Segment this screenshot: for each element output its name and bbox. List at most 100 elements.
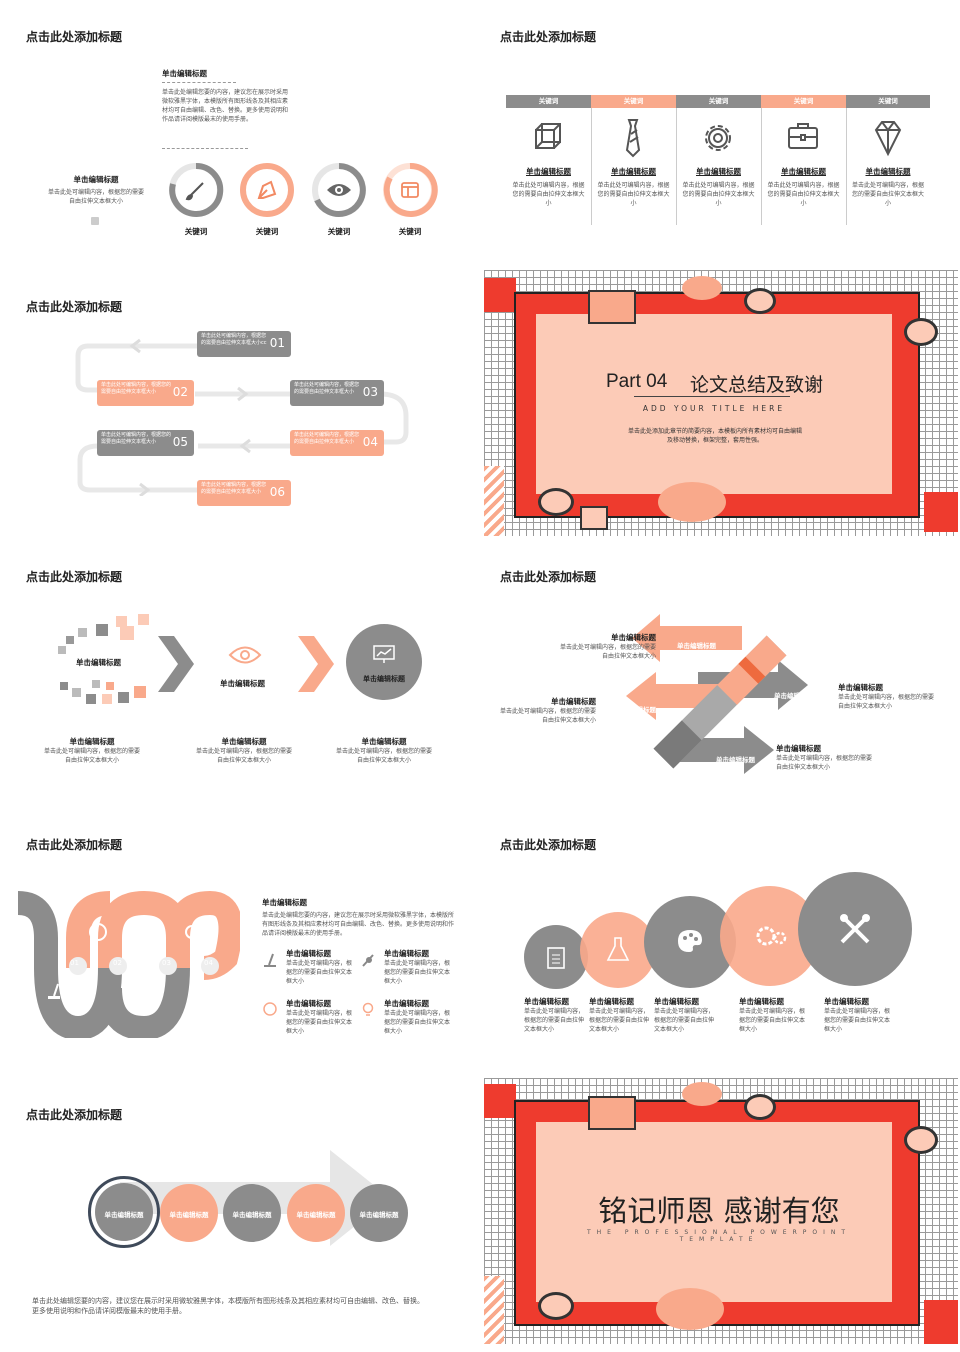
block-title: 单击编辑标题	[611, 633, 656, 642]
divider	[162, 148, 248, 149]
corner-block	[924, 492, 958, 532]
slide-2: 点击此处添加标题 关键词 单击编辑标题 单击此处可编辑内容，根据您的需要自由拉伸…	[484, 0, 958, 266]
decor-square	[588, 1096, 636, 1130]
decor-ring	[744, 1094, 776, 1120]
decor-ring	[538, 1292, 574, 1320]
step-label: 单击编辑标题	[232, 1211, 272, 1219]
keyword-columns: 关键词 单击编辑标题 单击此处可编辑内容，根据您的需要自由拉伸文本框大小 关键词…	[506, 95, 930, 230]
eye-icon	[327, 184, 351, 196]
keyword-label: 关键词	[327, 227, 351, 236]
eye-icon	[228, 646, 262, 664]
column-text: 单击此处可编辑内容，根据您的需要自由拉伸文本框大小	[682, 182, 755, 207]
block-text: 单击此处可编辑内容，根据您的需要自由拉伸文本框大小	[838, 694, 935, 710]
step-text: 单击此处可编辑内容，根据您的需要自由拉伸文本框大小	[294, 432, 360, 445]
slide-title: 点击此处添加标题	[500, 30, 597, 44]
keyword-column-3: 关键词 单击编辑标题 单击此处可编辑内容，根据您的需要自由拉伸文本框大小	[676, 95, 762, 225]
column-text: 单击此处可编辑内容，根据您的需要自由拉伸文本框大小	[597, 182, 670, 207]
keyword-tag: 关键词	[676, 95, 761, 108]
slide-5: 点击此处添加标题 单击编辑标题 单击编辑标题 单击编辑标题 单击编辑标题 单击此…	[0, 540, 474, 806]
side-text: 单击此处可编辑内容，根据您的需要自由拉伸文本框大小	[48, 189, 145, 205]
step-04: 单击此处可编辑内容，根据您的需要自由拉伸文本框大小 04	[290, 430, 384, 456]
stripe-decor	[484, 466, 504, 536]
crossing-arrows	[626, 614, 808, 774]
divider	[162, 82, 236, 83]
block-text: 单击此处可编辑内容，根据您的需要自由拉伸文本框大小	[776, 755, 873, 771]
item-title: 单击编辑标题	[221, 737, 267, 746]
title-rule	[634, 396, 790, 397]
item-title: 单击编辑标题	[69, 737, 115, 746]
flask-icon	[606, 937, 630, 961]
item-label: 单击编辑标题	[363, 675, 405, 683]
keyword-label: 关键词	[184, 227, 208, 236]
arrow-label: 单击编辑标题	[677, 642, 716, 650]
step-circle-5: 单击编辑标题	[350, 1184, 408, 1242]
slide-6: 点击此处添加标题 单击编辑标题 单击编辑标题 单击编辑标题 单击编辑标题 单击编…	[484, 540, 958, 806]
thanks-title: 铭记师恩 感谢有您	[598, 1194, 840, 1228]
slide-10-thanks: 铭记师恩 感谢有您 THE PROFESSIONAL POWERPOINT TE…	[484, 1078, 958, 1344]
wave-number: 04	[204, 959, 213, 967]
keyword-circle-3: 关键词	[311, 162, 367, 237]
decor-ring	[904, 318, 938, 346]
slide-8: 点击此处添加标题 单击编辑标题 单击此处可编辑内容，根据您的需要自由拉伸文本框大…	[484, 808, 958, 1074]
item-block-3: 单击编辑标题 单击此处可编辑内容，根据您的需要自由拉伸文本框大小	[334, 736, 434, 765]
column-title: 单击编辑标题	[696, 167, 741, 176]
step-number: 03	[362, 385, 378, 399]
slide-title: 点击此处添加标题	[26, 1108, 123, 1122]
gray-circle: 单击编辑标题	[346, 624, 422, 700]
block-title: 单击编辑标题	[776, 744, 821, 753]
step-06: 单击此处可编辑内容，根据您的需要自由拉伸文本框大小 06	[197, 480, 291, 506]
item-block-2: 单击编辑标题 单击此处可编辑内容，根据您的需要自由拉伸文本框大小	[194, 736, 294, 765]
bulb-icon	[362, 1002, 374, 1016]
bubble-item-2: 单击编辑标题 单击此处可编辑内容，根据您的需要自由拉伸文本框大小	[589, 996, 651, 1034]
wave-number: 02	[113, 959, 122, 967]
item-text: 单击此处可编辑内容，根据您的需要自由拉伸文本框大小	[654, 1008, 715, 1033]
step-label: 单击编辑标题	[104, 1211, 144, 1219]
bubble-item-4: 单击编辑标题 单击此处可编辑内容，根据您的需要自由拉伸文本框大小	[739, 996, 805, 1034]
step-number: 04	[362, 435, 378, 449]
wave-path	[17, 890, 240, 1038]
pen-nib-icon	[257, 180, 277, 199]
decor-ring	[904, 1126, 938, 1154]
decor-ellipse	[682, 276, 722, 300]
step-02: 单击此处可编辑内容，根据您的需要自由拉伸文本框大小 02	[97, 380, 194, 406]
decor-ellipse	[658, 482, 726, 522]
content-heading: 单击编辑标题	[162, 69, 207, 78]
step-circle-1: 单击编辑标题	[88, 1176, 160, 1248]
microscope-icon	[48, 983, 60, 999]
slide-9: 点击此处添加标题 单击编辑标题 单击编辑标题 单击编辑标题 单击编辑标题 单击编…	[0, 1078, 474, 1344]
step-03: 单击此处可编辑内容，根据您的需要自由拉伸文本框大小 03	[290, 380, 384, 406]
step-01: 单击此处可编辑内容，根据您的需要自由拉伸文本框大小cc 01	[197, 331, 291, 357]
bubble-item-1: 单击编辑标题 单击此处可编辑内容，根据您的需要自由拉伸文本框大小	[524, 996, 586, 1034]
slide-title: 点击此处添加标题	[26, 838, 123, 852]
block-text: 单击此处可编辑内容，根据您的需要自由拉伸文本框大小	[500, 708, 597, 724]
step-text: 单击此处可编辑内容，根据您的需要自由拉伸文本框大小cc	[201, 333, 267, 346]
arrow-label: 单击编辑标题	[774, 692, 813, 700]
item-title: 单击编辑标题	[384, 999, 429, 1008]
head-icon	[89, 923, 107, 941]
arrow-label: 单击编辑标题	[617, 706, 656, 714]
linkedin-icon	[91, 217, 99, 225]
slide-title: 点击此处添加标题	[500, 838, 597, 852]
section-subtitle: ADD YOUR TITLE HERE	[642, 404, 786, 413]
bulb-icon	[185, 925, 199, 939]
item-text: 单击此处可编辑内容，根据您的需要自由拉伸文本框大小	[335, 748, 432, 764]
pixel-cluster	[58, 614, 149, 704]
corner-block	[484, 1084, 516, 1118]
keyword-circle-2: 关键词	[239, 162, 295, 237]
keyword-tag: 关键词	[506, 95, 591, 108]
item-title: 单击编辑标题	[286, 949, 331, 958]
content-paragraph: 单击此处编辑您要的内容，建议您在展示时采用微软雅黑字体，本模版所有图形线条及其相…	[262, 912, 455, 937]
item-label: 单击编辑标题	[76, 658, 121, 667]
keyword-label: 关键词	[398, 227, 422, 236]
bubble-item-3: 单击编辑标题 单击此处可编辑内容，根据您的需要自由拉伸文本框大小	[654, 996, 716, 1034]
satellite-icon	[141, 983, 155, 999]
cube-icon	[535, 123, 561, 149]
snake-path	[75, 338, 409, 496]
keyword-tag: 关键词	[761, 95, 846, 108]
corner-block	[484, 278, 516, 312]
decor-ellipse	[656, 1288, 724, 1330]
step-label: 单击编辑标题	[359, 1211, 399, 1219]
slide-4-section: Part 04 论文总结及致谢 ADD YOUR TITLE HERE 单击此处…	[484, 270, 958, 536]
step-05: 单击此处可编辑内容，根据您的需要自由拉伸文本框大小 05	[97, 430, 194, 456]
block-title: 单击编辑标题	[838, 683, 883, 692]
